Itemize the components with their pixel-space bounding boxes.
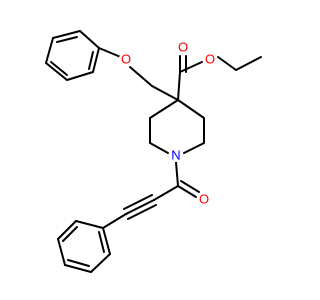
bond [45,37,54,64]
bond [67,259,90,267]
bond [177,71,181,101]
bond [177,185,197,198]
bond [52,30,81,39]
structure-diagram: O O O N O [45,30,262,273]
bond [217,56,237,71]
ether-oxygen-label: O [121,52,131,67]
bond [127,204,157,220]
bond [179,61,203,73]
atom-labels: O O O N O [119,40,217,207]
bond [183,142,205,154]
ester-oxygen-label: O [205,52,215,67]
carbonyl-oxygen-label: O [178,40,188,55]
bond [235,56,262,71]
bond [57,238,66,266]
bond [50,61,68,76]
bond [45,62,68,81]
bond [102,227,111,255]
bond [88,51,94,70]
bond [98,231,105,253]
bonds [45,30,262,273]
piperidine-nitrogen-label: N [171,148,180,163]
bond [151,85,179,101]
bond [153,185,179,201]
bond [149,99,179,119]
bond [79,30,100,49]
bond [98,47,124,59]
amide-oxygen-label: O [199,192,209,207]
bond [102,213,127,229]
bond [64,264,92,273]
bond [149,142,169,154]
bond [125,199,155,215]
bond [90,253,111,273]
bond [62,226,78,242]
bond [66,71,94,81]
bond [177,99,205,119]
bond [175,161,179,187]
bond [75,220,104,229]
bond [129,66,153,87]
bond [180,180,200,193]
bond [56,36,78,43]
bond [57,220,77,240]
bond [92,47,100,73]
bond [123,194,153,210]
